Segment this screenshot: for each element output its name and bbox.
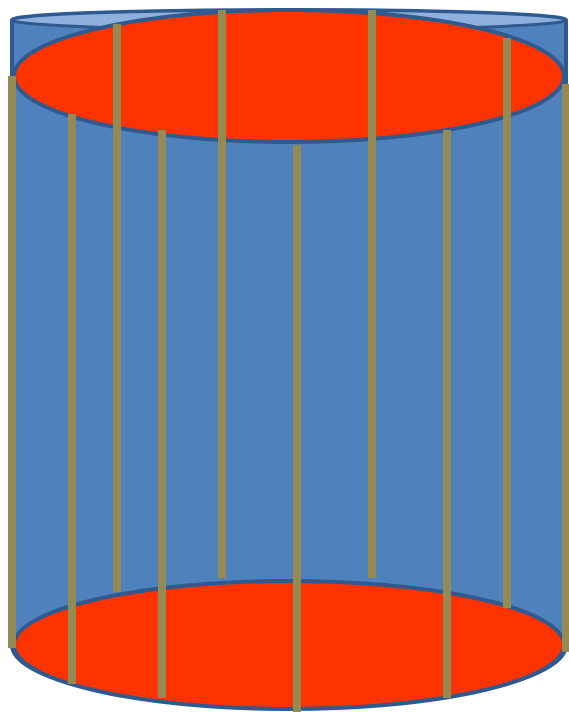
top-disc	[14, 10, 564, 142]
bottom-disc	[14, 581, 564, 709]
